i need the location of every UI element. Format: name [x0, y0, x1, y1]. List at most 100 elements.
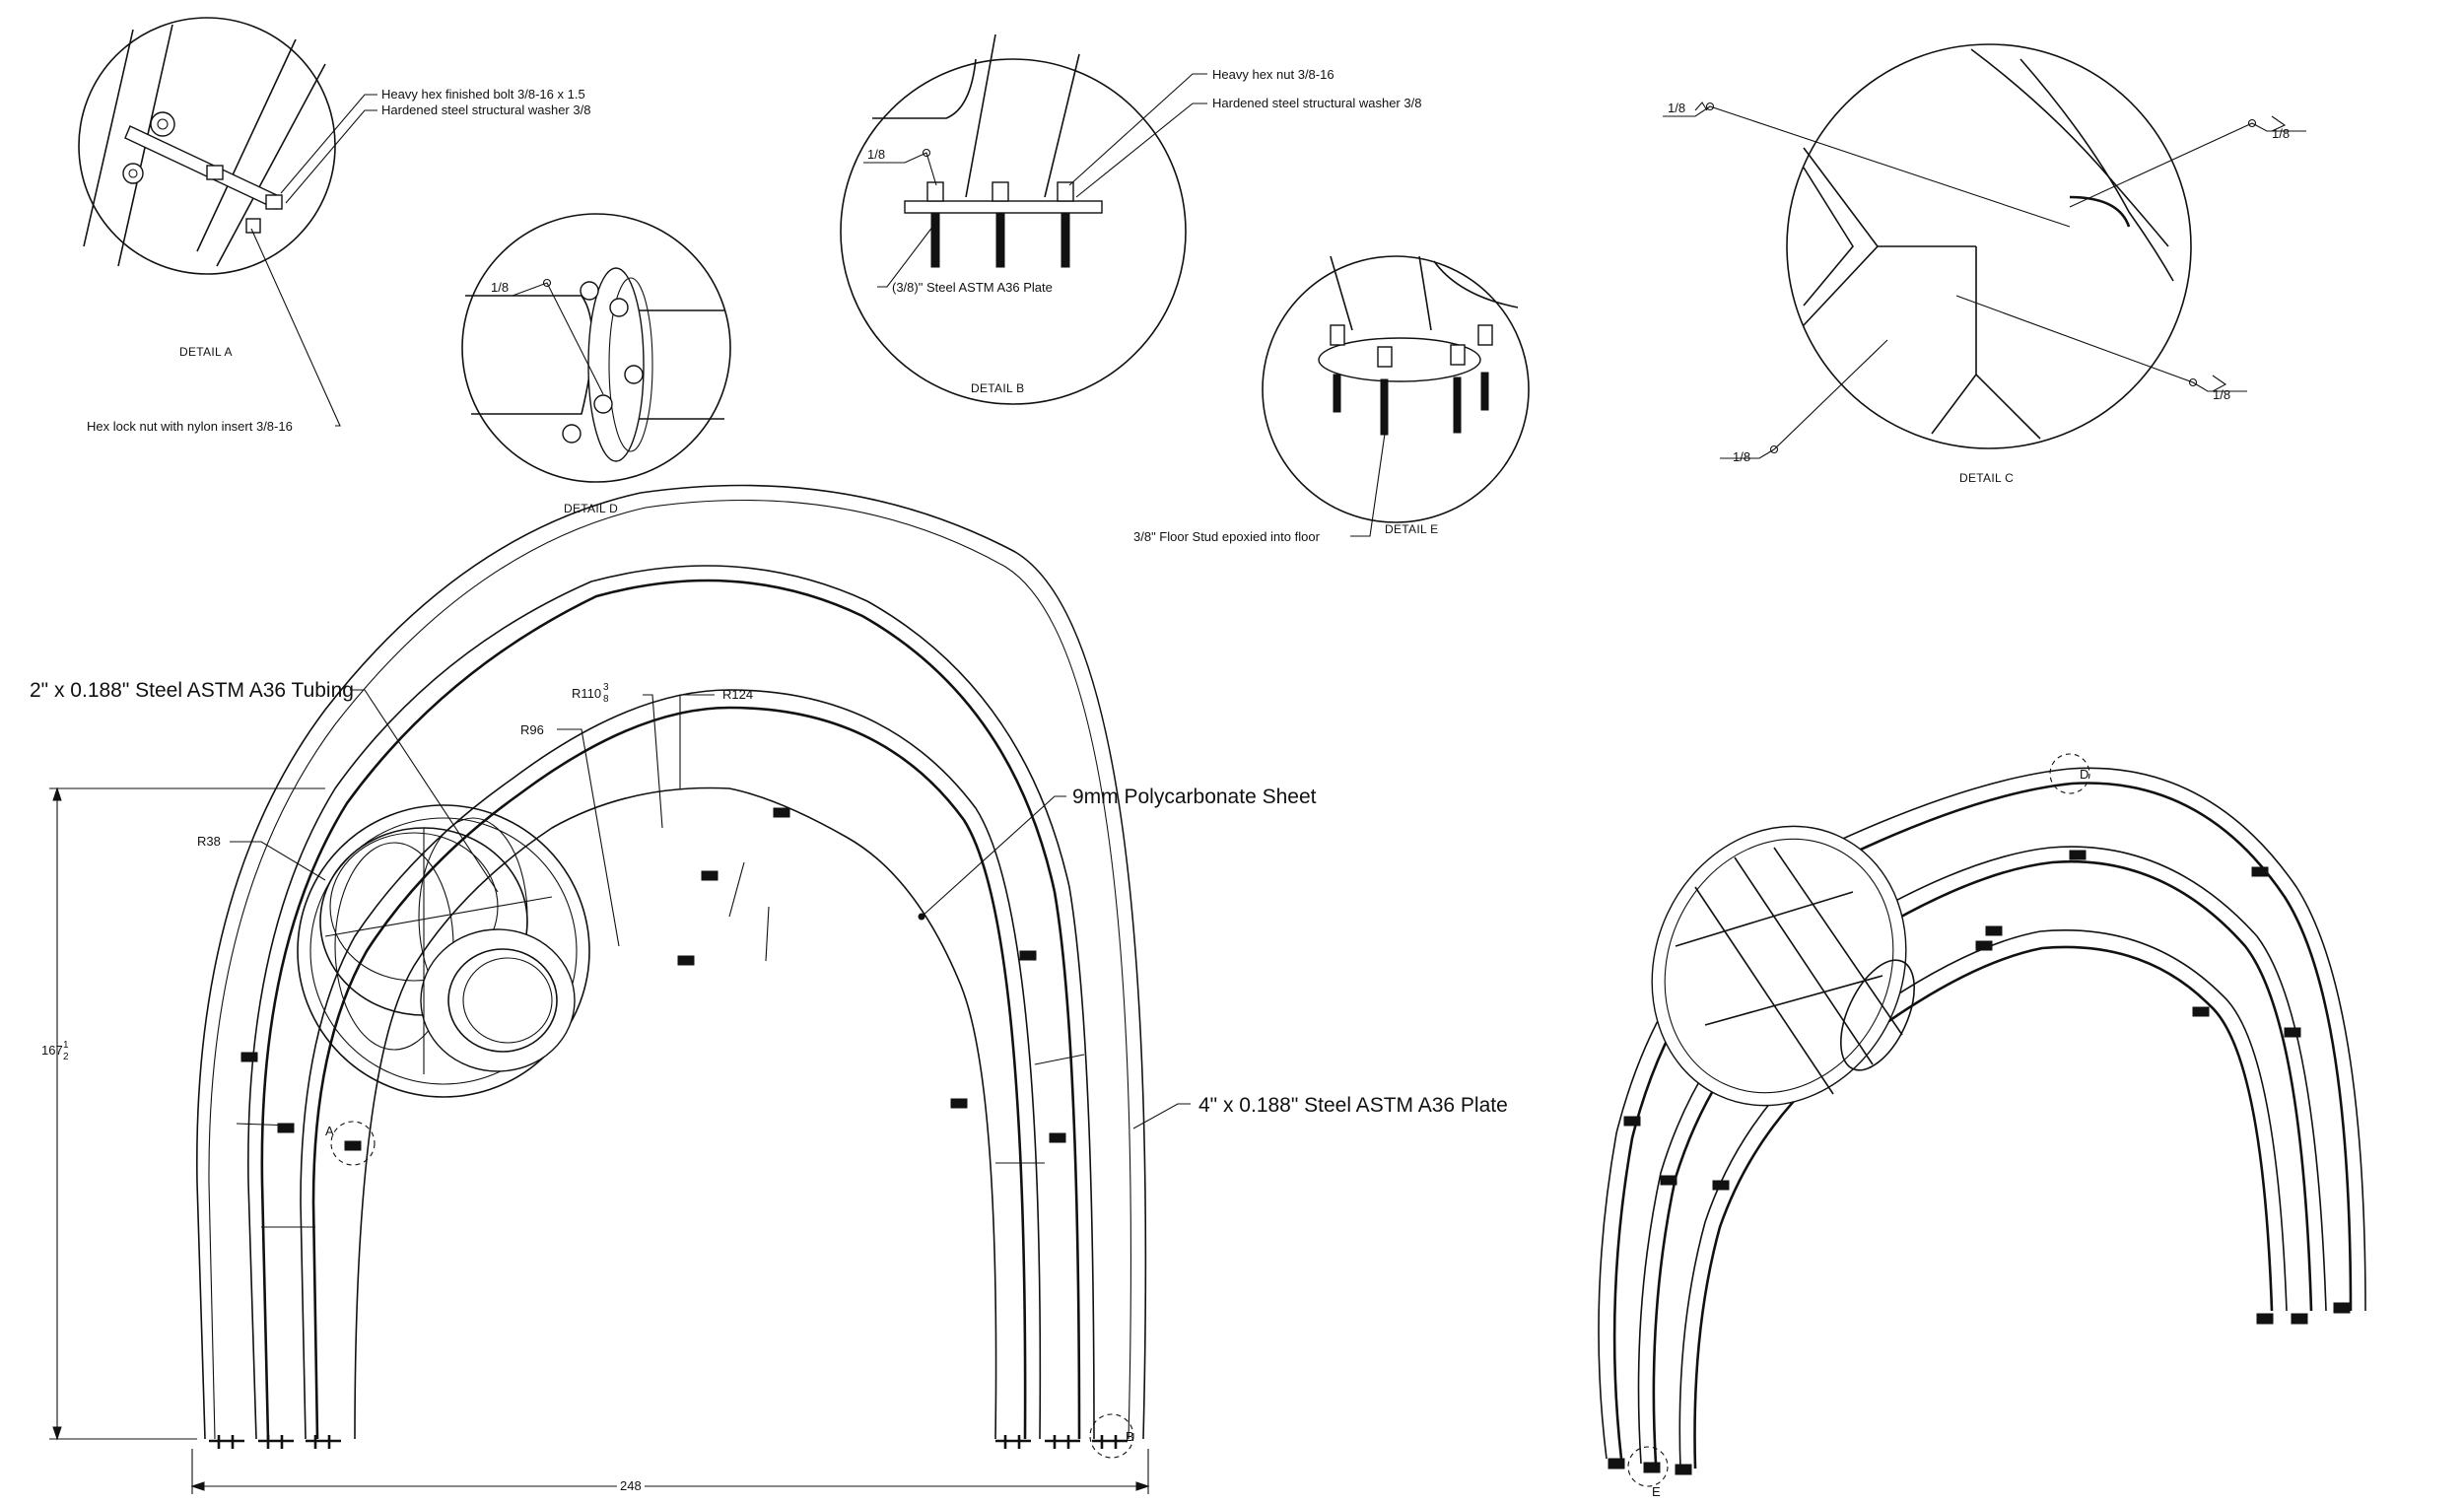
arch-middle-edge	[247, 565, 1095, 1440]
sphere-porthole	[447, 948, 558, 1053]
detail-b-stud	[995, 212, 1005, 268]
detail-b-tube-edge	[965, 34, 996, 198]
detail-e-stud	[1380, 378, 1389, 436]
dim-height-den: 2	[63, 1052, 69, 1062]
detail-a-tube-edge	[216, 63, 326, 267]
floor-anchors-left	[209, 1435, 341, 1449]
detail-a-washer	[150, 111, 175, 137]
iso-callout-d-label: D	[2080, 767, 2088, 782]
detail-d: 1/8 DETAIL D	[461, 213, 731, 515]
iso-arch-outer	[1598, 767, 2366, 1460]
sphere-cage-rib	[324, 896, 553, 937]
arch-clamp	[950, 1098, 968, 1109]
detail-b-base-plate	[904, 200, 1103, 214]
detail-a-tube-edge	[83, 29, 134, 247]
dim-arrow	[52, 1426, 62, 1441]
detail-d-bolt	[593, 394, 613, 414]
detail-c-title: DETAIL C	[1959, 471, 2014, 485]
leader-r96	[557, 728, 620, 947]
detail-b-label-washer: Hardened steel structural washer 3/8	[1212, 96, 1421, 110]
detail-d-bolt	[562, 424, 582, 444]
leader-sheet	[921, 795, 1066, 918]
sphere-porthole-flange	[420, 928, 576, 1072]
detail-a-leader-washer	[285, 109, 377, 204]
iso-foot	[2256, 1313, 2274, 1325]
detail-c-weld-tl: 1/8	[1668, 101, 1685, 115]
detail-a-bolt-head	[157, 118, 169, 130]
iso-callout-e-label: E	[1652, 1484, 1661, 1499]
detail-b-leader-washer	[1075, 103, 1207, 198]
detail-c-weld-leader-tl	[1663, 105, 2071, 228]
sphere-porthole-inner	[462, 957, 553, 1044]
detail-b-leader-nut	[1068, 73, 1207, 186]
detail-c-fillet	[2069, 195, 2131, 228]
detail-a-leader-bolt	[280, 94, 377, 194]
arch-clamp	[240, 1052, 258, 1062]
main-front-view: A B 2" x 0.188" Steel ASTM A36 Tubing 9m…	[30, 484, 1508, 1494]
sphere-outer-ring-inner	[309, 817, 578, 1085]
detail-d-weld: 1/8	[491, 280, 509, 295]
detail-b-weld: 1/8	[867, 147, 885, 162]
dim-r110-num: 3	[603, 682, 609, 693]
dim-r110-den: 8	[603, 694, 609, 705]
dim-r124: R124	[722, 687, 753, 702]
detail-c-weld-tr: 1/8	[2272, 126, 2290, 141]
dim-arrow	[1135, 1481, 1150, 1491]
iso-sphere-ring-inner	[1664, 838, 1894, 1094]
iso-clamp	[2251, 866, 2269, 877]
detail-e-tube-edge	[1330, 255, 1353, 331]
iso-foot	[1643, 1462, 1661, 1473]
detail-e-base-plate	[1318, 337, 1481, 382]
arch-inner-edge	[300, 689, 1042, 1440]
detail-a-label-locknut: Hex lock nut with nylon insert 3/8-16	[87, 419, 293, 434]
iso-foot	[1608, 1458, 1625, 1470]
iso-sphere-rib	[1694, 886, 1834, 1095]
detail-a-title: DETAIL A	[179, 345, 233, 359]
detail-a-bolt-head	[128, 169, 138, 178]
detail-a-bracket-plate	[124, 125, 282, 210]
detail-e-stud	[1453, 376, 1462, 434]
arch-spacer	[728, 861, 745, 918]
detail-b-upper-part	[872, 58, 977, 119]
iso-arch-inner-tube	[1693, 945, 2274, 1470]
iso-clamp	[1660, 1175, 1677, 1186]
detail-c-weld-leader-br	[1955, 295, 2247, 392]
detail-e-nut	[1450, 344, 1466, 366]
detail-e-stud	[1480, 372, 1489, 411]
leader-r124	[679, 694, 715, 788]
isometric-view: D E	[1598, 753, 2366, 1499]
arch-inner-tube	[311, 706, 1027, 1440]
detail-a-washer	[122, 163, 144, 184]
iso-foot	[1675, 1464, 1692, 1475]
detail-d-flange-inner	[608, 277, 653, 452]
detail-d-weld-leader	[484, 282, 604, 395]
detail-b-title: DETAIL B	[971, 381, 1024, 395]
detail-e-tube-edge	[1418, 255, 1432, 331]
detail-a-nut	[206, 165, 224, 180]
iso-clamp	[2069, 850, 2087, 860]
dim-r96: R96	[520, 722, 544, 737]
detail-b-label-plate: (3/8)" Steel ASTM A36 Plate	[892, 280, 1053, 295]
detail-b-nut	[1057, 181, 1074, 202]
detail-c-weld-all-around	[1705, 102, 1715, 111]
arch-outer-edge-inner	[208, 499, 1131, 1440]
detail-c-weld-all-around	[2247, 118, 2257, 128]
dim-width-gap	[617, 1476, 645, 1494]
dim-r110: R110	[572, 686, 601, 701]
detail-a-label-washer: Hardened steel structural washer 3/8	[381, 103, 590, 117]
iso-arch-inner	[1678, 929, 2288, 1470]
label-plate: 4" x 0.188" Steel ASTM A36 Plate	[1198, 1094, 1508, 1117]
detail-c-weld-bl: 1/8	[1733, 449, 1750, 464]
label-sheet: 9mm Polycarbonate Sheet	[1072, 786, 1317, 808]
leader-r110	[643, 694, 663, 829]
leader-plate	[1132, 1103, 1191, 1129]
callout-a-circle	[330, 1121, 376, 1166]
detail-a-nut	[245, 218, 261, 234]
detail-a-tube-edge	[196, 38, 297, 252]
detail-c-weld-flag	[1694, 102, 1708, 111]
detail-a-circle	[78, 17, 336, 275]
detail-c: 1/8 1/8 1/8 1/8 DETAIL C	[1663, 43, 2306, 485]
detail-c-weld-joint	[1803, 147, 1880, 326]
detail-e-nut	[1477, 324, 1493, 346]
arch-clamp	[344, 1140, 362, 1151]
